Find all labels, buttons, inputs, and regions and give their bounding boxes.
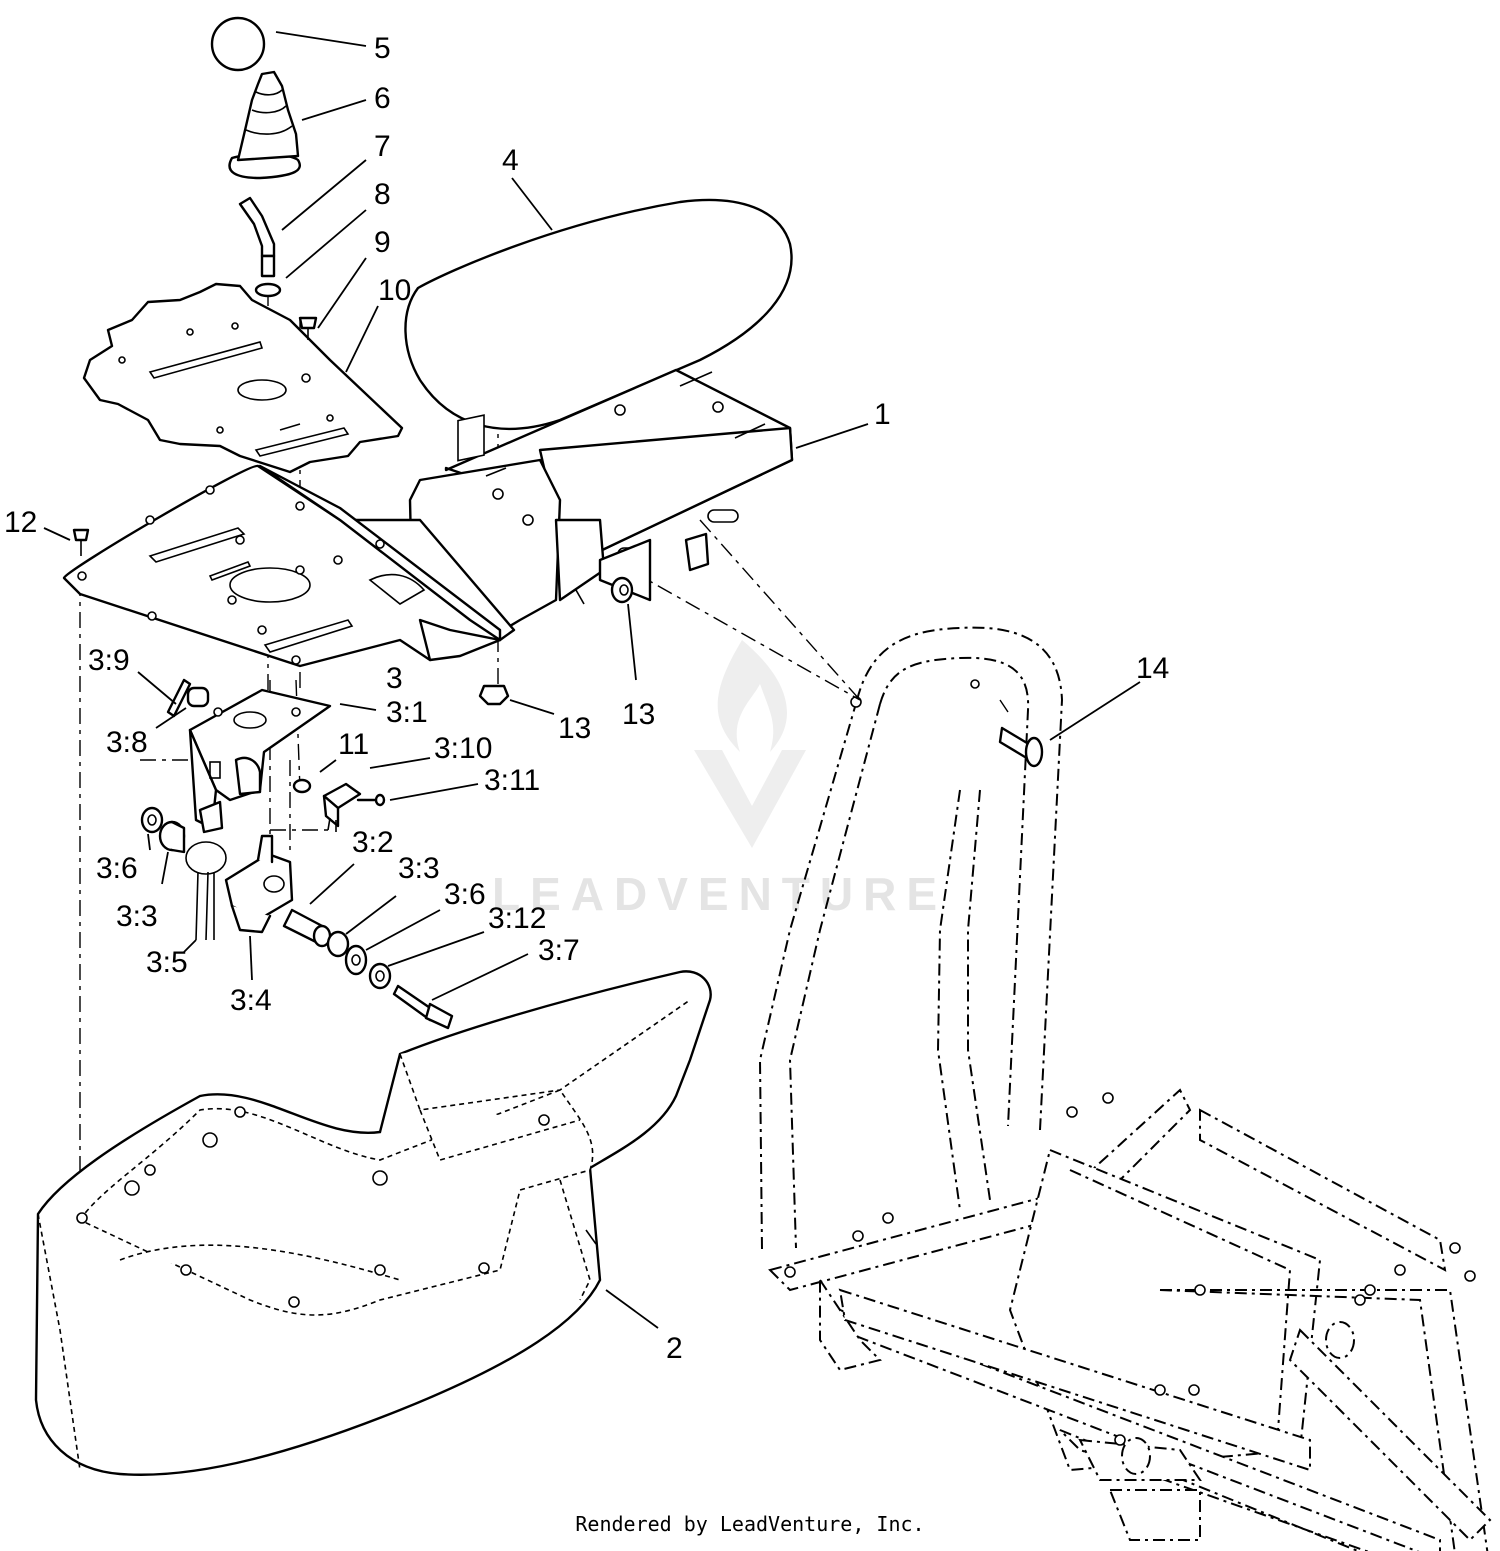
- callout-3-7: 3:7: [538, 934, 580, 967]
- top-bolt: [298, 316, 318, 340]
- callout-1: 1: [874, 398, 891, 431]
- control-plate: [82, 282, 404, 474]
- callout-3-10: 3:10: [434, 732, 492, 765]
- console-tray: [34, 970, 712, 1476]
- callout-3: 3: [386, 662, 403, 695]
- pivot-block: [224, 834, 294, 934]
- rendered-by-footer: Rendered by LeadVenture, Inc.: [575, 1512, 925, 1536]
- nut-11: [292, 778, 312, 794]
- switch-spacer: [186, 686, 210, 708]
- callout-13-right: 13: [622, 698, 655, 731]
- callout-3-3-left: 3:3: [116, 900, 158, 933]
- armrest-cushion: [404, 198, 793, 431]
- flat-washer: [368, 962, 392, 990]
- console-bracket: [408, 368, 794, 634]
- callout-12: 12: [4, 506, 37, 539]
- lever-washer: [254, 282, 282, 298]
- front-screw: [72, 528, 90, 556]
- switch-clip: [166, 678, 192, 718]
- callout-3-8: 3:8: [106, 726, 148, 759]
- leadventure-watermark: LEADVENTURE: [492, 640, 947, 920]
- callout-3-4: 3:4: [230, 984, 272, 1017]
- callout-3-5: 3:5: [146, 946, 188, 979]
- lower-plate: [62, 464, 516, 668]
- callout-14: 14: [1136, 652, 1169, 685]
- callout-3-9: 3:9: [88, 644, 130, 677]
- left-bushing: [158, 820, 186, 854]
- callout-8: 8: [374, 178, 391, 211]
- callout-11: 11: [338, 728, 369, 761]
- callout-3-3-right: 3:3: [398, 852, 440, 885]
- micro-switch: [322, 782, 362, 832]
- callout-3-1: 3:1: [386, 696, 428, 729]
- hitch-pin: [185, 841, 227, 941]
- shift-knob: [210, 16, 266, 72]
- pivot-pin: [998, 726, 1044, 768]
- leader-lines: [43, 31, 1141, 1329]
- watermark-text: LEADVENTURE: [492, 868, 947, 920]
- rubber-boot: [228, 70, 301, 180]
- nut-13-b: [610, 576, 634, 604]
- callout-6: 6: [374, 82, 391, 115]
- shift-lever: [238, 196, 276, 278]
- callout-3-6-right: 3:6: [444, 878, 486, 911]
- nut-13-a: [478, 684, 510, 706]
- switch-bracket: [188, 688, 332, 834]
- callout-4: 4: [502, 144, 519, 177]
- pivot-sleeve: [282, 908, 332, 948]
- pivot-bolt: [392, 984, 454, 1030]
- callout-13-left: 13: [558, 712, 591, 745]
- callout-3-12: 3:12: [488, 902, 546, 935]
- right-bushing: [326, 930, 350, 958]
- callouts: 5 6 7 8 9 10 4 1 12 3:9 3 3:1 3:8 11 3:1…: [4, 32, 1169, 1365]
- callout-9: 9: [374, 226, 391, 259]
- callout-3-2: 3:2: [352, 826, 394, 859]
- right-washer: [344, 944, 368, 976]
- switch-screw: [356, 793, 386, 807]
- left-washer: [140, 806, 164, 834]
- callout-3-11: 3:11: [484, 764, 540, 797]
- frame-assembly: [758, 626, 1492, 1551]
- callout-3-6-left: 3:6: [96, 852, 138, 885]
- callout-2: 2: [666, 1332, 683, 1365]
- callout-7: 7: [374, 130, 391, 163]
- callout-5: 5: [374, 32, 391, 65]
- callout-10: 10: [378, 274, 411, 307]
